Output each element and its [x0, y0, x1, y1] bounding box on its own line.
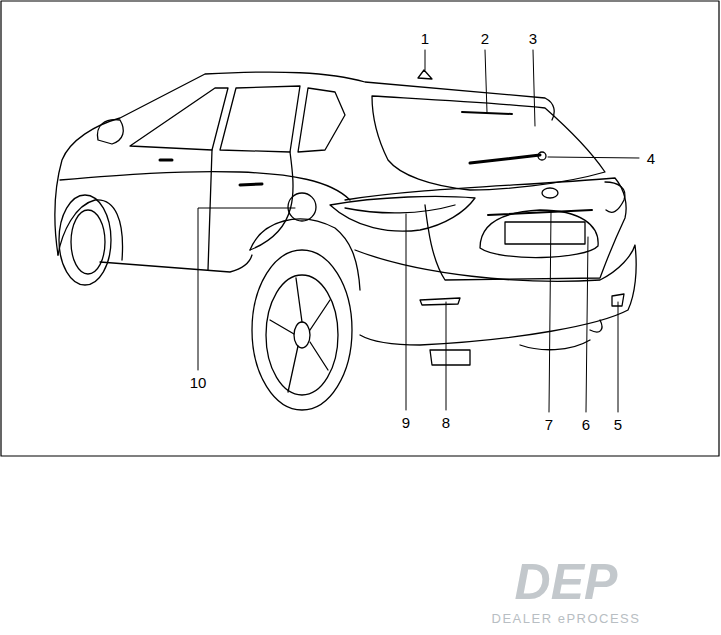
rear-rim: [266, 275, 338, 395]
door-handle: [160, 159, 172, 162]
leader-line: [548, 157, 639, 158]
tail-light: [605, 182, 625, 212]
callout-number: 1: [421, 31, 429, 46]
leader-line: [425, 50, 426, 70]
rear-hub: [294, 322, 310, 348]
tail-light-detail: [345, 205, 455, 213]
emblem: [542, 188, 558, 198]
quarter-window: [298, 88, 345, 152]
callout-number: 7: [545, 417, 553, 432]
door-handle: [240, 184, 262, 185]
leader-line: [618, 302, 619, 412]
front-rim: [71, 210, 105, 274]
body-outline: [55, 72, 554, 255]
rear-tire: [252, 250, 352, 410]
spokes: [270, 278, 330, 392]
wiper: [470, 155, 540, 163]
bumper: [355, 245, 636, 345]
antenna: [418, 70, 432, 79]
callout-number: 9: [402, 415, 410, 430]
watermark-text: DEALER ePROCESS: [492, 612, 641, 625]
body-line: [60, 172, 350, 200]
callout-number: 10: [190, 375, 207, 390]
leader-line: [446, 302, 447, 410]
leader-line: [485, 50, 487, 112]
exhaust: [430, 350, 470, 365]
leader-line: [586, 237, 588, 412]
mirror: [97, 120, 123, 144]
callout-number: 3: [529, 31, 537, 46]
diffuser: [520, 340, 590, 350]
fuel-door: [288, 193, 316, 221]
leader-line: [198, 208, 295, 370]
rear-arch: [250, 219, 360, 290]
wiper-pivot: [538, 152, 546, 160]
leader-line: [406, 214, 407, 410]
reflector: [420, 298, 460, 305]
front-window: [130, 88, 228, 150]
front-tire: [59, 195, 111, 285]
plate-recess: [480, 210, 598, 258]
license-plate: [505, 222, 585, 244]
leader-line: [549, 212, 551, 412]
leader-line: [533, 50, 535, 126]
exhaust-right: [590, 320, 602, 332]
rear-window: [220, 86, 300, 152]
tail-light: [330, 196, 475, 231]
callout-number: 4: [647, 151, 655, 166]
callout-number: 2: [481, 31, 489, 46]
rear-glass: [372, 96, 605, 190]
door-line: [208, 150, 212, 270]
callout-number: 5: [614, 417, 622, 432]
callout-number: 8: [442, 415, 450, 430]
frame: [1, 1, 719, 456]
garnish: [488, 210, 592, 215]
door-line: [250, 152, 293, 250]
front-arch: [58, 200, 123, 260]
watermark-logo: DEP: [515, 557, 618, 607]
tailgate: [345, 178, 626, 280]
callout-number: 6: [582, 417, 590, 432]
